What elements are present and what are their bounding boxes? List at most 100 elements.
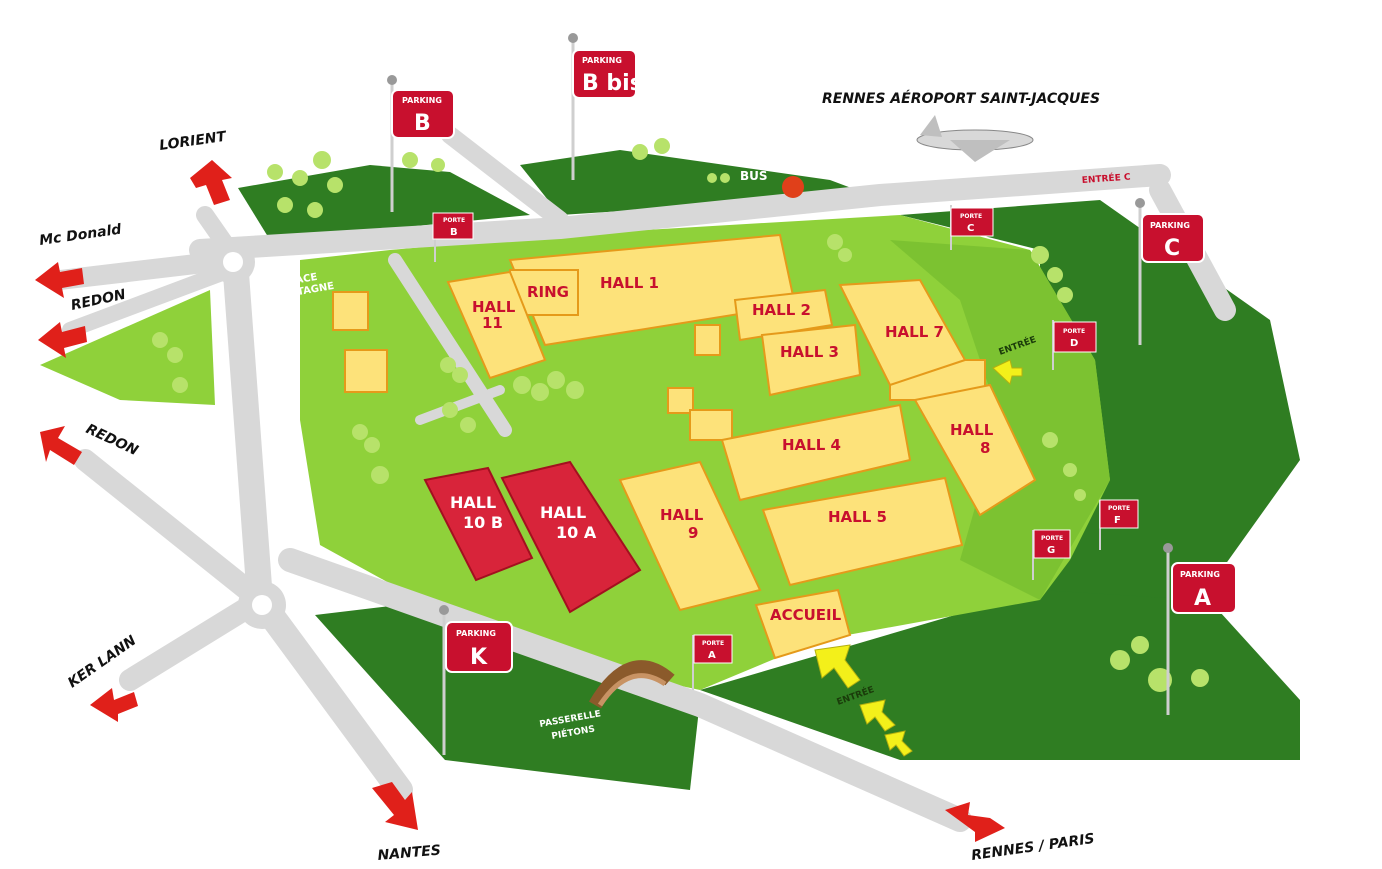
tree [277, 197, 293, 213]
sign-letter: C [967, 223, 974, 234]
tree [547, 371, 565, 389]
entrance-arrows [814, 359, 1023, 757]
hall-2-building [733, 288, 834, 342]
accueil-building [754, 588, 852, 660]
pin-icon [1163, 543, 1173, 553]
entree-arrow-icon [992, 359, 1023, 385]
tree [460, 417, 476, 433]
roundabout-south-center [252, 595, 272, 615]
hall-10b-label-line2: 10 B [463, 513, 503, 532]
arrow-kerlann-icon [90, 688, 138, 722]
porte-f-sign: PORTE F [1099, 499, 1139, 550]
sign-letter: K [470, 645, 488, 670]
entree-arrow-icon [814, 644, 861, 689]
sign-plate [1171, 562, 1237, 614]
trees [152, 138, 1209, 692]
pin-icon [568, 33, 578, 43]
tree [1047, 267, 1063, 283]
tree [452, 367, 468, 383]
hall-7-label: HALL 7 [885, 323, 944, 341]
sign-letter: D [1070, 338, 1078, 349]
tree [1063, 463, 1077, 477]
tree [513, 376, 531, 394]
parking-k-area [315, 600, 700, 790]
sign-word: PORTE [702, 640, 724, 647]
parking-c-sign: PARKING C [1135, 198, 1205, 345]
sign-word: PORTE [1063, 328, 1085, 335]
tree [167, 347, 183, 363]
arrow-lorient-icon [190, 160, 232, 205]
small-building [667, 387, 694, 414]
arrow-redon-bottom-icon [40, 426, 82, 465]
sign-plate [950, 207, 994, 237]
road-kerlann [119, 589, 271, 691]
parking-b-sign: PARKING B [387, 75, 455, 212]
tree [720, 173, 730, 183]
parking-k-sign: PARKING K [439, 605, 513, 755]
tree [327, 177, 343, 193]
footbridge [588, 660, 675, 709]
roundabout-north-center [223, 252, 243, 272]
tree [1031, 246, 1049, 264]
sign-letter: A [1194, 586, 1211, 611]
direction-arrows [35, 160, 1005, 842]
tree [364, 437, 380, 453]
arrow-redon-top-icon [38, 322, 87, 358]
sign-plate [391, 89, 455, 139]
parking-bbis-sign: PARKING B bis [568, 33, 643, 180]
porte-c-sign: PORTE C [950, 205, 994, 250]
tree [1148, 668, 1172, 692]
tree [1191, 669, 1209, 687]
tree [566, 381, 584, 399]
tree [402, 152, 418, 168]
sign-plate [1033, 529, 1071, 559]
hall-4-building [720, 403, 912, 502]
halls: HALL 1 RING HALL 11 HALL 2 HALL 3 HALL 7… [423, 233, 1037, 660]
sign-letter: F [1114, 515, 1121, 526]
sign-word: PARKING [1150, 221, 1190, 230]
parking-a-sign: PARKING A [1163, 543, 1237, 715]
hall-3-label: HALL 3 [780, 343, 839, 361]
hall-10b-label-line1: HALL [450, 493, 496, 512]
tree [307, 202, 323, 218]
sign-letter: B [414, 111, 431, 136]
porte-g-sign: PORTE G [1032, 529, 1071, 580]
small-building [689, 409, 733, 441]
pin-icon [439, 605, 449, 615]
hall-8-building [913, 383, 1037, 517]
pin-icon [1135, 198, 1145, 208]
sign-plate [572, 49, 637, 99]
south-road [278, 548, 972, 832]
tree [313, 151, 331, 169]
porte-a-sign: PORTE A [692, 634, 733, 690]
tree [838, 248, 852, 262]
parking-a-area [700, 590, 1300, 760]
tree [431, 158, 445, 172]
sign-word: PORTE [960, 213, 982, 220]
tree [707, 173, 717, 183]
hall-1-label: HALL 1 [600, 274, 659, 292]
tree [172, 377, 188, 393]
sign-plate [445, 621, 513, 673]
sign-plate [693, 634, 733, 664]
arrow-rennes-paris-icon [945, 802, 1005, 842]
tree [1042, 432, 1058, 448]
hall-11-building [446, 270, 547, 380]
sign-letter: B [450, 227, 458, 238]
sign-plate [432, 212, 474, 240]
label-mcdonald: Mc Donald [38, 221, 123, 248]
entree-arrow-icon [859, 699, 896, 732]
ring-label: RING [527, 283, 569, 301]
hall-11-label-line1: HALL [472, 298, 516, 316]
road-redon-top [62, 262, 238, 338]
hall-4-label: HALL 4 [782, 436, 841, 454]
pin-icon [387, 75, 397, 85]
airplane-wing [950, 140, 1010, 162]
footbridge-arch [588, 660, 675, 709]
sign-letter: G [1047, 545, 1055, 556]
accueil-label: ACCUEIL [770, 606, 842, 624]
road-redon-bottom [74, 449, 271, 611]
small-building [344, 349, 388, 393]
sign-letter: C [1164, 236, 1180, 261]
tree [267, 164, 283, 180]
